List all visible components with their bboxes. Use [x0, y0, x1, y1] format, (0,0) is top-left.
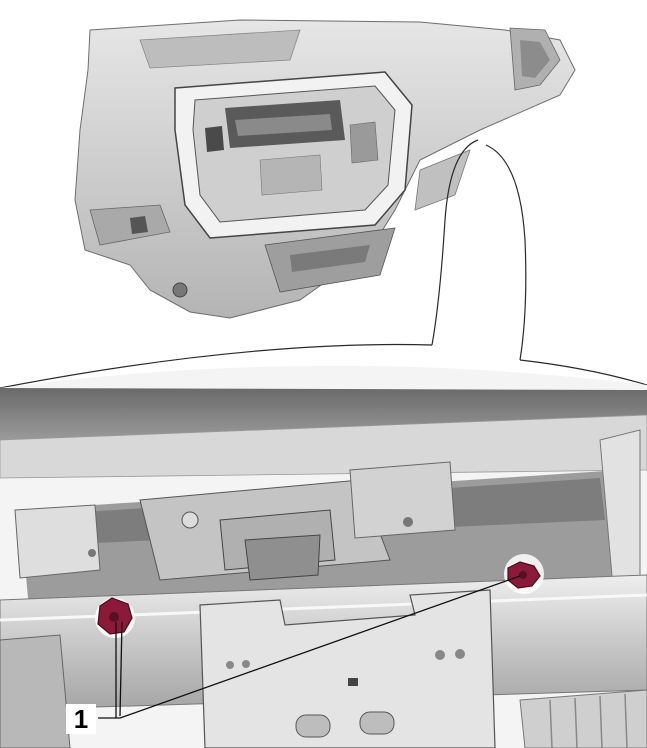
magnifier-leader-lines: [0, 139, 647, 389]
clip-right: [504, 554, 544, 594]
detail-view: [0, 365, 647, 748]
dashboard-overview: [74, 19, 576, 319]
callout-leader-lines: [98, 575, 521, 719]
callout-label-1: 1: [66, 704, 96, 734]
clip-left: [95, 597, 135, 638]
